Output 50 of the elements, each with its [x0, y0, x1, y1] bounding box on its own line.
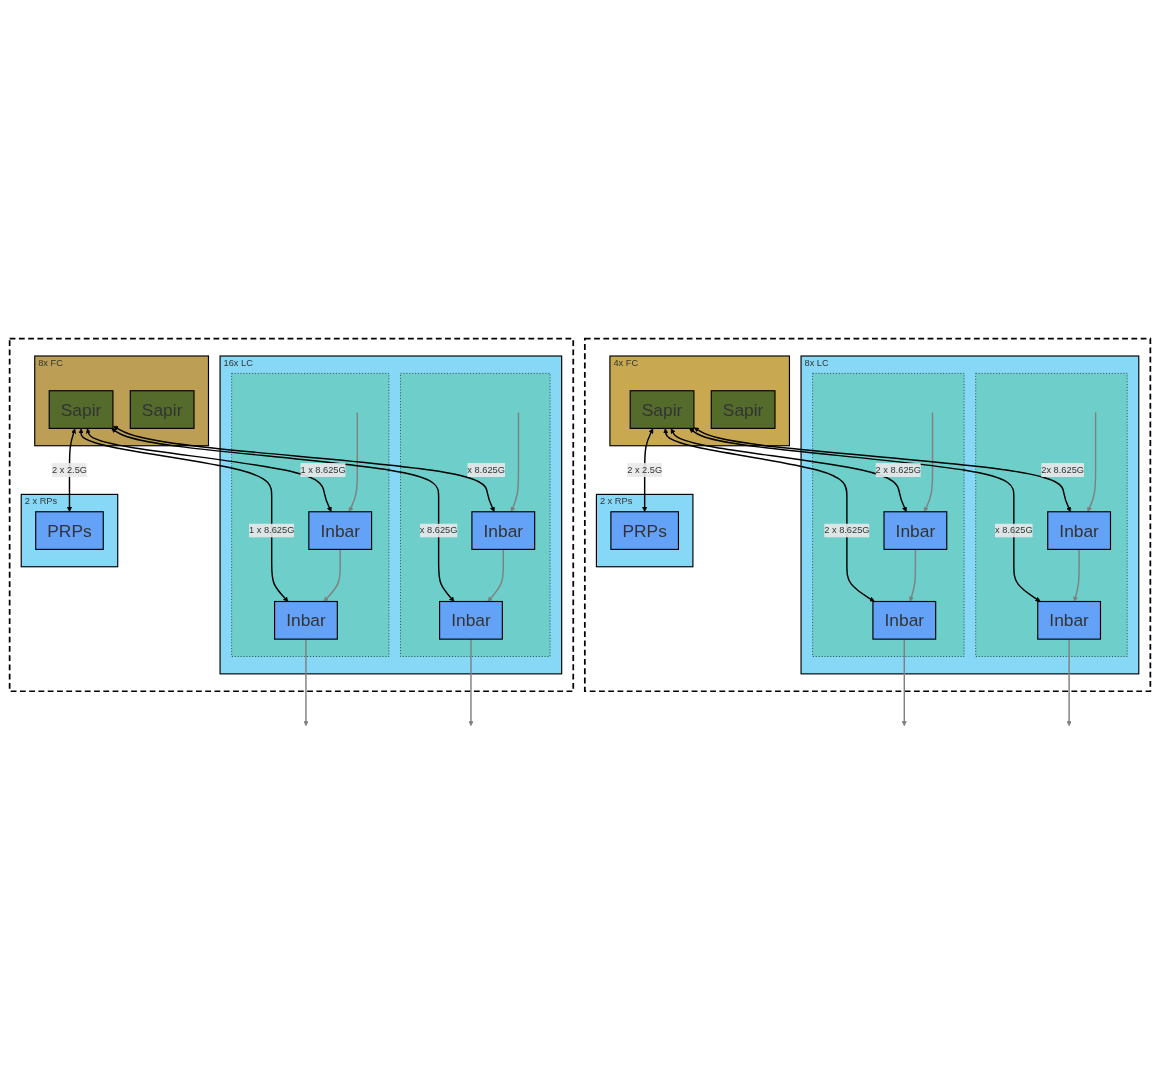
arrow: [78, 428, 289, 602]
arrow: [670, 428, 907, 512]
cluster: [812, 372, 965, 657]
edge-label: 2 x 2.5G: [51, 464, 87, 475]
node-box: Sapir: [48, 389, 114, 429]
node-box: PRPs: [610, 510, 680, 550]
node-box: Inbar: [274, 600, 338, 640]
node-box: Inbar: [308, 510, 373, 550]
edge-label: 2x 8.625G: [1041, 464, 1084, 475]
cluster: [400, 372, 551, 657]
cluster: [975, 372, 1128, 657]
arrow: [909, 548, 917, 602]
node-box: Inbar: [1037, 600, 1102, 640]
arrow: [1087, 411, 1097, 512]
edge-label: 2 x 8.625G: [875, 464, 921, 475]
cluster: [8, 337, 575, 692]
node-box: Inbar: [1047, 510, 1112, 550]
edge-label: 1 x 8.625G: [249, 525, 295, 535]
cluster: [231, 372, 390, 657]
node-box: Sapir: [710, 389, 776, 429]
cluster: [583, 337, 1152, 692]
arrow: [111, 428, 455, 602]
arrow: [923, 411, 934, 512]
arrow: [510, 411, 520, 512]
arrow: [303, 638, 309, 726]
arrow: [901, 638, 907, 726]
node-box: PRPs: [35, 510, 104, 550]
arrow: [693, 427, 1071, 512]
edge-label: x 8.625G: [419, 525, 458, 535]
edge-label: x 8.625G: [467, 464, 505, 475]
arrow: [1073, 548, 1080, 602]
node-box: Sapir: [129, 389, 195, 429]
edge-label: 1 x 8.625G: [300, 464, 346, 475]
node-box: Sapir: [629, 389, 695, 429]
arrow: [112, 425, 495, 512]
arrow: [487, 548, 504, 602]
edge-label: 2 x 2.5G: [627, 464, 663, 475]
node-box: Inbar: [883, 510, 948, 550]
arrow: [86, 428, 332, 512]
edge-label: x 8.625G: [995, 525, 1033, 535]
arrow: [689, 428, 1041, 602]
edge-label: 2 x 8.625G: [824, 525, 870, 535]
node-box: Inbar: [471, 510, 536, 550]
arrow: [663, 428, 875, 602]
arrow: [323, 548, 341, 602]
node-box: Inbar: [872, 600, 937, 640]
arrow: [1066, 638, 1072, 726]
arrow: [348, 411, 359, 512]
arrow: [468, 638, 474, 726]
node-box: Inbar: [439, 600, 503, 640]
